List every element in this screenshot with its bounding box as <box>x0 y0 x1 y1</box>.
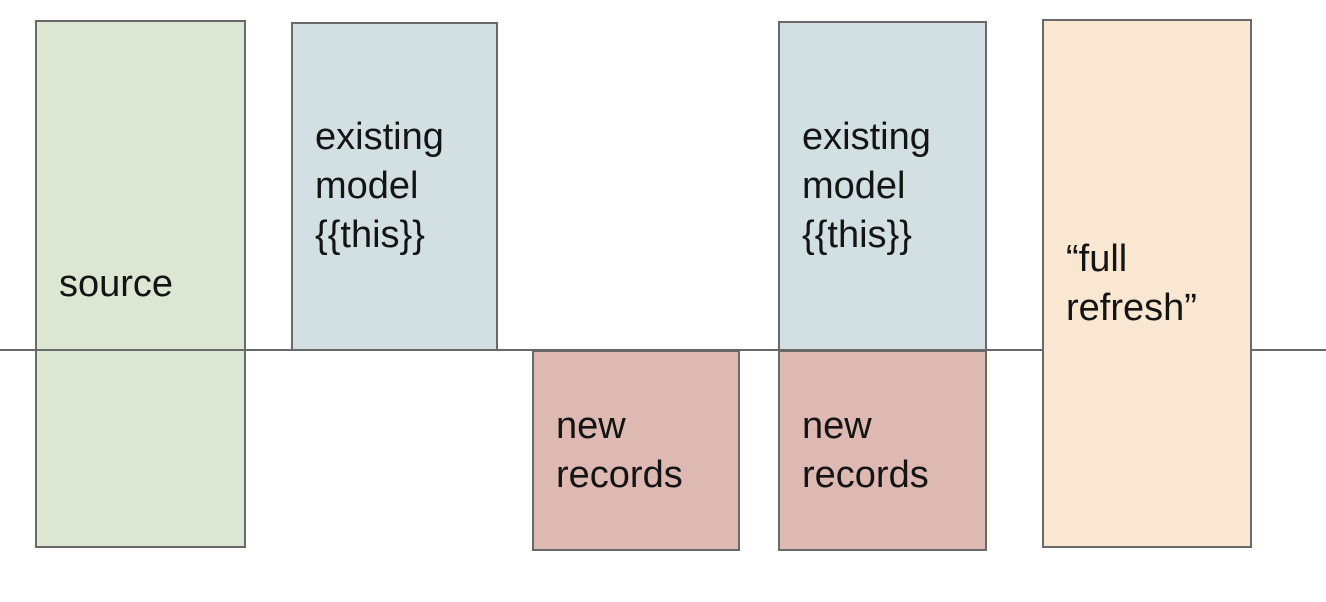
box-existing-model-2: existing model {{this}} <box>778 21 987 351</box>
box-new-records-2: new records <box>778 350 987 551</box>
box-new-records-1: new records <box>532 350 740 551</box>
box-label: “full refresh” <box>1066 237 1197 329</box>
timeline-line <box>0 349 1326 351</box>
box-label: new records <box>556 404 683 496</box>
box-label: existing model {{this}} <box>802 115 931 256</box>
box-existing-model-1: existing model {{this}} <box>291 22 498 351</box>
box-label: new records <box>802 404 929 496</box>
box-source: source <box>35 20 246 548</box>
box-label: existing model {{this}} <box>315 116 444 256</box>
box-full-refresh: “full refresh” <box>1042 19 1252 548</box>
box-label: source <box>59 262 174 305</box>
